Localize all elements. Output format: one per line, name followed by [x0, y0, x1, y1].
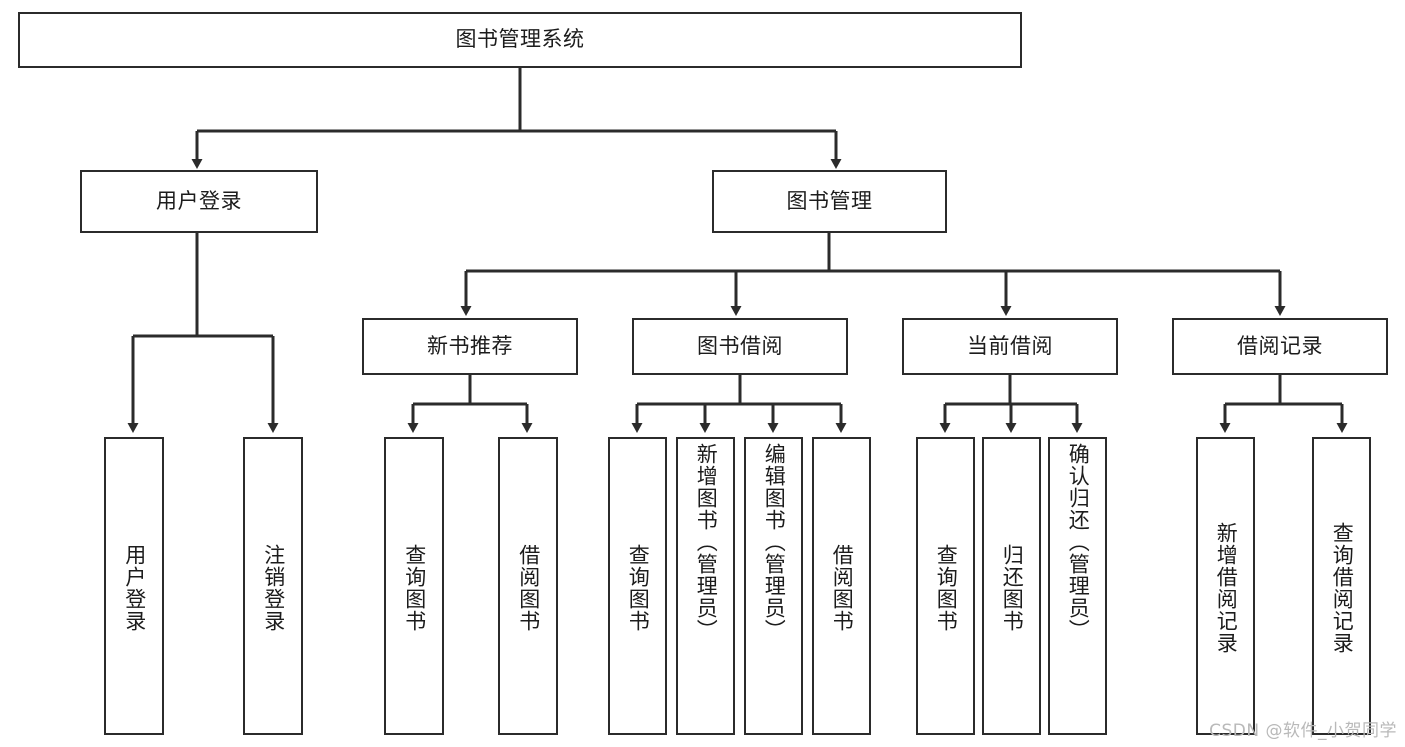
leaf-query-book-borrow[interactable]: 查询图书 — [608, 437, 667, 735]
node-label: 新增借阅记录 — [1214, 522, 1239, 654]
node-book-borrow[interactable]: 图书借阅 — [632, 318, 848, 375]
leaf-query-borrow-record[interactable]: 查询借阅记录 — [1312, 437, 1371, 735]
node-label: 查询借阅记录 — [1330, 522, 1355, 654]
node-label: 确认归还（管理员） — [1066, 443, 1091, 641]
node-root-system[interactable]: 图书管理系统 — [18, 12, 1022, 68]
leaf-return-book[interactable]: 归还图书 — [982, 437, 1041, 735]
node-book-management[interactable]: 图书管理 — [712, 170, 947, 233]
node-label: 图书管理 — [786, 188, 873, 213]
node-label: 用户登录 — [156, 188, 242, 213]
node-label: 查询图书 — [402, 544, 427, 632]
node-label: 新书推荐 — [427, 333, 513, 358]
node-label: 图书借阅 — [697, 333, 783, 358]
leaf-borrow-book-borrow[interactable]: 借阅图书 — [812, 437, 871, 735]
node-label: 当前借阅 — [967, 333, 1053, 358]
node-label: 归还图书 — [1000, 544, 1025, 632]
leaf-edit-book-admin[interactable]: 编辑图书（管理员） — [744, 437, 803, 735]
leaf-borrow-book-newbook[interactable]: 借阅图书 — [498, 437, 558, 735]
node-label: 查询图书 — [934, 544, 959, 632]
node-label: 编辑图书（管理员） — [762, 443, 787, 641]
leaf-add-borrow-record[interactable]: 新增借阅记录 — [1196, 437, 1255, 735]
node-label: 借阅记录 — [1237, 333, 1323, 358]
leaf-add-book-admin[interactable]: 新增图书（管理员） — [676, 437, 735, 735]
node-current-borrow[interactable]: 当前借阅 — [902, 318, 1118, 375]
leaf-query-book-newbook[interactable]: 查询图书 — [384, 437, 444, 735]
leaf-logout[interactable]: 注销登录 — [243, 437, 303, 735]
node-label: 新增图书（管理员） — [694, 443, 719, 641]
node-borrow-record[interactable]: 借阅记录 — [1172, 318, 1388, 375]
node-label: 注销登录 — [261, 544, 286, 632]
node-label: 查询图书 — [626, 544, 651, 632]
leaf-user-login[interactable]: 用户登录 — [104, 437, 164, 735]
node-user-login[interactable]: 用户登录 — [80, 170, 318, 233]
node-label: 借阅图书 — [830, 544, 855, 632]
leaf-confirm-return-admin[interactable]: 确认归还（管理员） — [1048, 437, 1107, 735]
node-label: 用户登录 — [122, 544, 147, 632]
leaf-query-book-current[interactable]: 查询图书 — [916, 437, 975, 735]
node-label: 借阅图书 — [516, 544, 541, 632]
node-new-book-recommend[interactable]: 新书推荐 — [362, 318, 578, 375]
node-label: 图书管理系统 — [455, 27, 585, 52]
